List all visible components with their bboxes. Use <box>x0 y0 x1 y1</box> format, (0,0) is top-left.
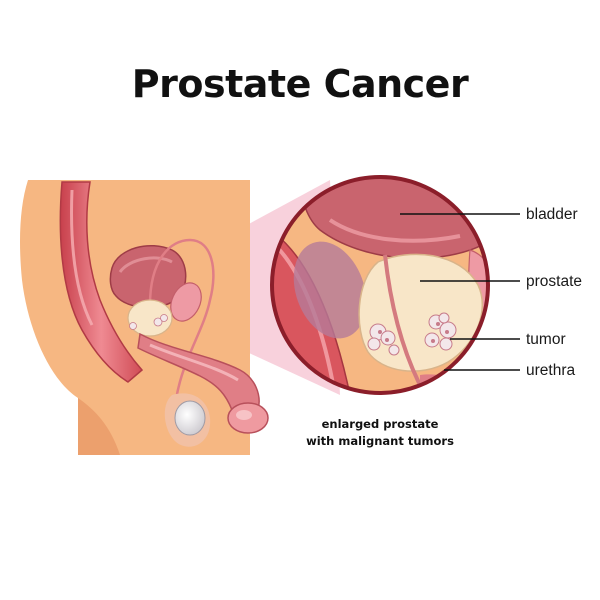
caption-line-1: enlarged prostate <box>322 417 439 431</box>
bladder-small <box>109 245 187 309</box>
seminal-vesicle <box>170 282 202 322</box>
label-bladder: bladder <box>526 206 578 223</box>
rectum <box>59 181 144 383</box>
prostate-small <box>127 299 173 337</box>
magnifier-ring <box>270 175 490 395</box>
urethra-magnified <box>383 254 422 386</box>
penis <box>137 332 269 434</box>
label-prostate: prostate <box>526 273 582 290</box>
tumor-cluster-right <box>424 312 457 351</box>
label-tumor: tumor <box>526 331 566 348</box>
page-title: Prostate Cancer <box>131 62 469 106</box>
vas-deferens <box>148 238 215 401</box>
caption-line-2: with malignant tumors <box>306 434 454 448</box>
tumor-cluster-left <box>367 323 400 356</box>
label-urethra: urethra <box>526 362 575 379</box>
testis <box>164 393 211 447</box>
